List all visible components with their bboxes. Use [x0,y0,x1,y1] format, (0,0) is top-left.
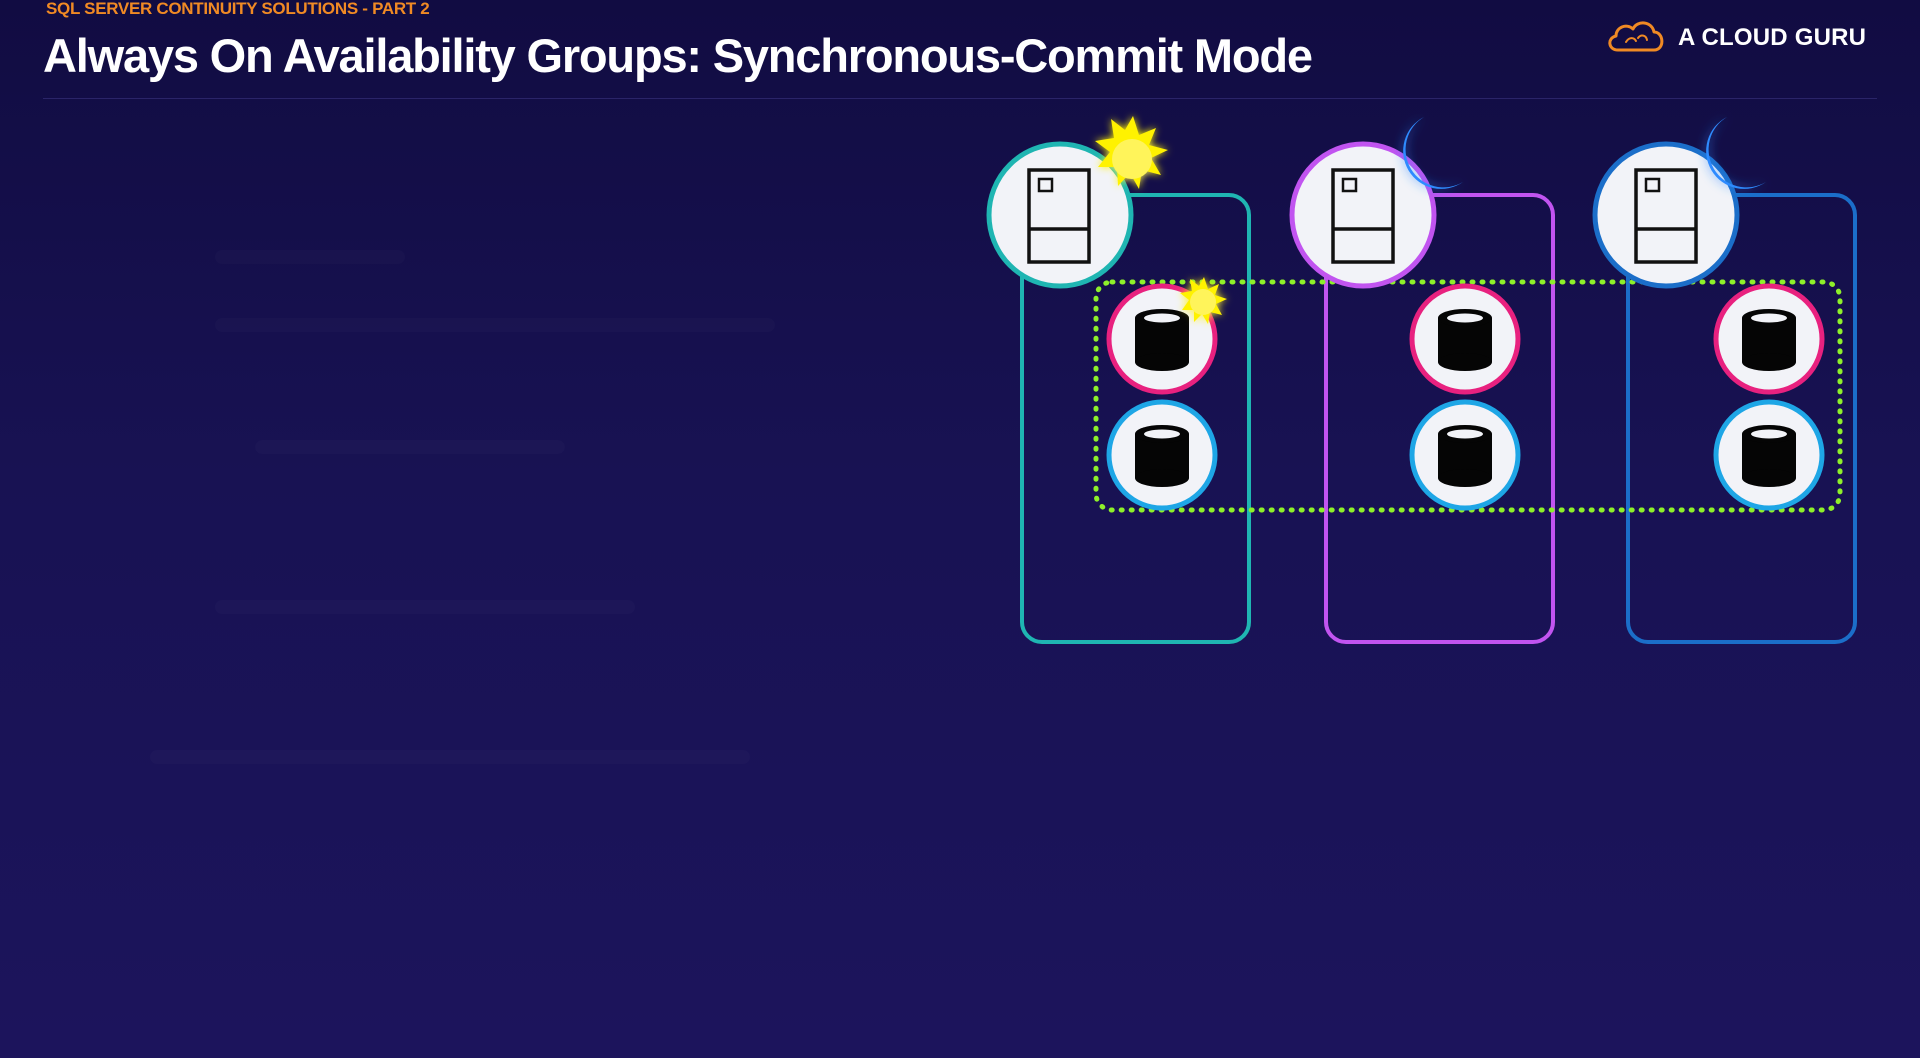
sun-icon [1095,116,1168,189]
database-replica-3a [1713,283,1825,395]
database-replica-1a [1106,283,1218,395]
database-icon [1135,425,1189,487]
database-icon [1438,425,1492,487]
brand-logo: A CLOUD GURU [1604,16,1866,60]
server-icon [1027,168,1091,264]
server-node-3 [1592,141,1740,289]
availability-group-boundary [1093,279,1843,513]
header-divider [43,98,1877,99]
active-database-sun-icon [1180,277,1227,324]
database-icon [1742,425,1796,487]
brand-name: A CLOUD GURU [1678,24,1867,51]
database-replica-1b [1106,399,1218,511]
database-replica-2b [1409,399,1521,511]
node-container-3 [1626,193,1857,644]
server-icon [1331,168,1395,264]
server-node-1 [986,141,1134,289]
cloud-icon [1604,16,1668,61]
slide-title: Always On Availability Groups: Synchrono… [43,29,1313,82]
database-icon [1135,309,1189,371]
database-replica-3b [1713,399,1825,511]
node-container-2 [1324,193,1555,644]
database-icon [1742,309,1796,371]
section-eyebrow: SQL SERVER CONTINUITY SOLUTIONS - PART 2 [46,0,430,18]
node-container-1 [1020,193,1251,644]
server-node-2 [1289,141,1437,289]
server-icon [1634,168,1698,264]
database-replica-2a [1409,283,1521,395]
database-icon [1438,309,1492,371]
